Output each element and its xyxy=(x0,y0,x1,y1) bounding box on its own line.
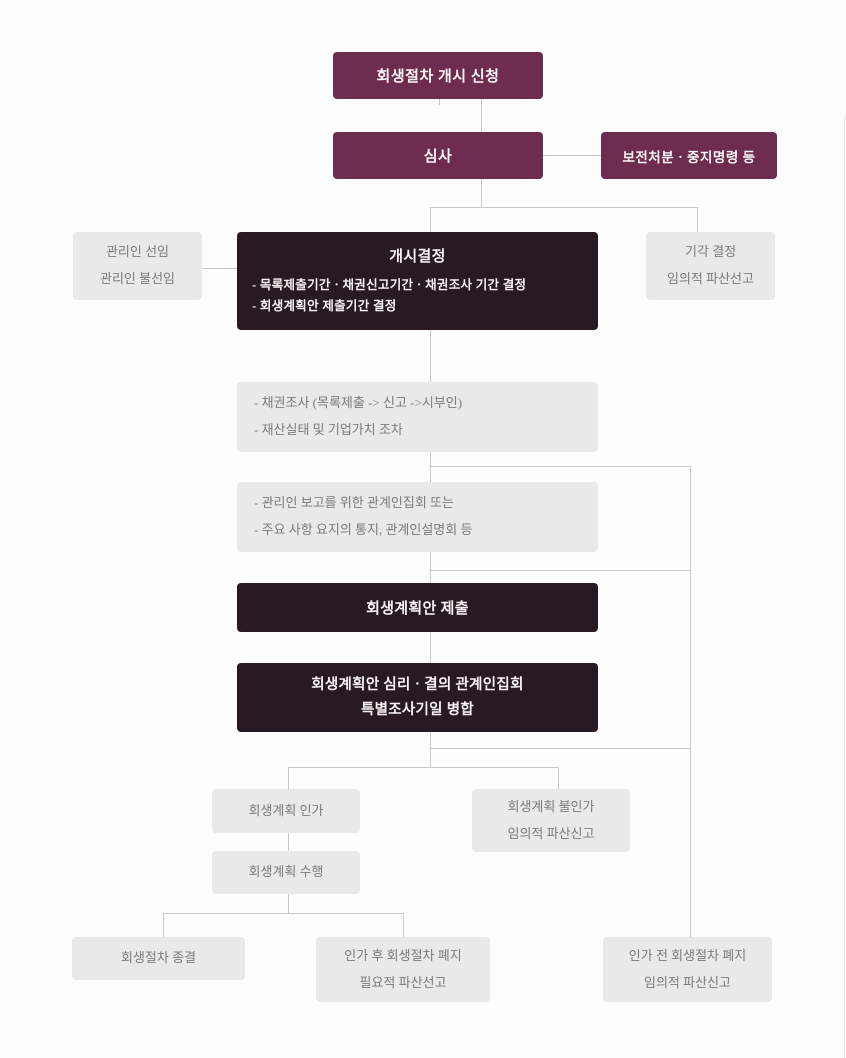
connector-line xyxy=(202,268,238,269)
node-screening: 심사 xyxy=(333,132,543,179)
node-plan-approval: 회생계획 인가 xyxy=(212,789,360,833)
node-plan-review-line-2: 특별조사기일 병합 xyxy=(360,701,475,718)
node-post-approval-line-1: 인가 후 회생절차 폐지 xyxy=(344,947,462,963)
node-custodian-appointment: 관리인 선임 관리인 불선임 xyxy=(73,232,202,300)
page-edge-line xyxy=(844,115,845,1058)
node-dismissal-decision: 기각 결정 임의적 파산선고 xyxy=(646,232,775,300)
connector-line xyxy=(163,913,404,914)
node-preservation-order: 보전처분ㆍ중지명령 등 xyxy=(601,132,777,179)
node-plan-execution-label: 회생계획 수행 xyxy=(248,864,324,880)
node-custodian-line-2: 관리인 불선임 xyxy=(99,271,175,286)
node-commencement-title: 개시결정 xyxy=(389,248,446,265)
connector-line xyxy=(697,207,698,232)
connector-line xyxy=(481,99,482,132)
connector-line xyxy=(430,570,690,571)
node-dismissal-line-1: 기각 결정 xyxy=(684,244,737,260)
node-start: 회생절차 개시 신청 xyxy=(333,52,543,99)
node-pre-approval-abolition: 인가 전 회생절차 폐지 임의적 파산신고 xyxy=(603,937,772,1002)
connector-line xyxy=(288,833,289,851)
node-commencement-bullet-2: - 회생계획안 제출기간 결정 xyxy=(252,299,397,313)
node-pre-approval-line-1: 인가 전 회생절차 폐지 xyxy=(628,947,747,963)
node-custodian-line-1: 관리인 선임 xyxy=(105,244,170,260)
node-claims-investigation: - 채권조사 (목록제출 -> 신고 ->시부인) - 재산실태 및 기업가치 … xyxy=(237,382,598,452)
node-plan-approval-label: 회생계획 인가 xyxy=(248,802,324,818)
node-commencement-bullet-1: - 목록제출기간ㆍ채권신고기간ㆍ채권조사 기간 결정 xyxy=(252,277,527,292)
connector-line xyxy=(481,179,482,207)
node-commencement-decision: 개시결정 - 목록제출기간ㆍ채권신고기간ㆍ채권조사 기간 결정 - 회생계획안 … xyxy=(237,232,598,330)
node-post-approval-abolition: 인가 후 회생절차 폐지 필요적 파산선고 xyxy=(316,937,490,1002)
connector-line xyxy=(403,913,404,937)
node-plan-submission-label: 회생계획안 제출 xyxy=(366,601,469,617)
node-plan-execution: 회생계획 수행 xyxy=(212,851,360,894)
connector-line xyxy=(690,466,691,937)
connector-line xyxy=(558,767,559,789)
node-claims-line-1: - 채권조사 (목록제출 -> 신고 ->시부인) xyxy=(254,395,463,411)
connector-line xyxy=(163,913,164,937)
node-claims-line-2: - 재산실태 및 기업가치 조차 xyxy=(254,422,403,437)
node-pre-approval-line-2: 임의적 파산신고 xyxy=(644,974,731,990)
node-plan-disapproval: 회생계획 불인가 임의적 파산신고 xyxy=(472,789,630,852)
node-stakeholders-meeting: - 관리인 보고를 위한 관계인집회 또는 - 주요 사항 요지의 통지, 관계… xyxy=(237,482,598,552)
node-plan-disapproval-line-1: 회생계획 불인가 xyxy=(507,798,595,814)
node-plan-submission: 회생계획안 제출 xyxy=(237,583,598,632)
connector-line xyxy=(288,767,289,789)
connector-line xyxy=(430,207,698,208)
connector-line xyxy=(288,767,558,768)
connector-line xyxy=(439,97,440,105)
node-dismissal-line-2: 임의적 파산선고 xyxy=(667,271,754,286)
node-meeting-line-1: - 관리인 보고를 위한 관계인집회 또는 xyxy=(254,495,454,511)
node-plan-review: 회생계획안 심리ㆍ결의 관계인집회 특별조사기일 병합 xyxy=(237,663,598,732)
connector-line xyxy=(430,466,690,467)
node-procedure-closure: 회생절차 종결 xyxy=(72,937,245,980)
node-meeting-line-2: - 주요 사항 요지의 통지, 관계인설명회 등 xyxy=(254,522,473,537)
node-preservation-order-label: 보전처분ㆍ중지명령 등 xyxy=(622,149,756,165)
node-screening-label: 심사 xyxy=(423,149,453,165)
node-start-label: 회생절차 개시 신청 xyxy=(376,69,500,85)
node-post-approval-line-2: 필요적 파산선고 xyxy=(359,974,447,990)
node-plan-disapproval-line-2: 임의적 파산신고 xyxy=(507,825,595,841)
connector-line xyxy=(543,155,601,156)
connector-line xyxy=(288,894,289,913)
node-procedure-closure-label: 회생절차 종결 xyxy=(120,950,196,966)
connector-line xyxy=(430,748,690,749)
connector-line xyxy=(430,207,431,232)
node-plan-review-line-1: 회생계획안 심리ㆍ결의 관계인집회 xyxy=(311,676,524,693)
